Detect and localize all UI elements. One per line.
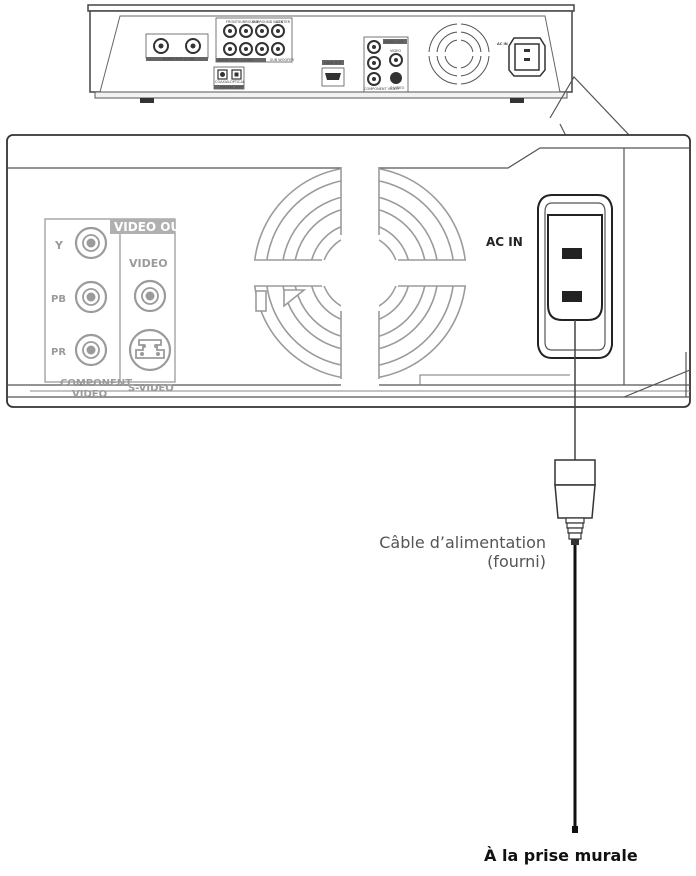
video-label: VIDEO (129, 257, 168, 270)
top-label-subwoofer: SUB WOOFER (270, 58, 294, 62)
top-label-surround: SURROUND (238, 20, 259, 24)
y-label: Y (54, 239, 64, 252)
pr-label: PR (51, 347, 66, 358)
pb-jack (74, 280, 108, 314)
power-cable-label-line2: (fourni) (487, 552, 546, 571)
top-hdmi-out: HDMI OUT (321, 60, 345, 87)
video-out-header: VIDEO OUT (114, 220, 189, 234)
svideo-label: S-VIDEO (128, 383, 174, 394)
top-label-center: CENTER (276, 20, 291, 24)
fan-grille (248, 160, 472, 388)
top-label-optical: OPTICAL (230, 80, 245, 84)
top-ac-in: AC IN (497, 37, 546, 77)
ac-in-label: AC IN (486, 235, 523, 249)
pb-label: PB (51, 294, 66, 305)
pr-jack (74, 333, 108, 367)
top-label-component: COMPONENT VIDEO (364, 87, 399, 91)
video-jack (133, 279, 167, 313)
wall-outlet-label: À la prise murale (484, 846, 638, 865)
top-digital-out: COAXIAL OPTICAL DIGITAL OUT (213, 66, 245, 90)
top-label-digital-out: DIGITAL OUT (220, 86, 243, 90)
rear-panel-enlarged: VIDEO OUT Y PB PR VIDEO (6, 134, 691, 408)
top-label-front: FRONT (226, 20, 239, 24)
top-label-coaxial: COAXIAL (215, 80, 230, 84)
video-out-block: VIDEO OUT Y PB PR VIDEO (44, 218, 189, 400)
top-audio-out-2ch: AUDIO OUT (2 ch) (145, 33, 209, 61)
top-label-audio-2ch: AUDIO OUT (2 ch) (163, 57, 195, 61)
ac-in-inlet: AC IN (486, 194, 613, 359)
power-cable-label-line1: Câble d’alimentation (379, 533, 546, 552)
component-label-line1: COMPONENT (60, 378, 132, 389)
top-label-video-out: VIDEO OUT (384, 40, 405, 44)
top-label-ac-in: AC IN (497, 42, 508, 46)
top-label-video: VIDEO (390, 49, 401, 53)
component-label-line2: VIDEO (72, 389, 107, 400)
power-cable-label: Câble d’alimentation (fourni) (379, 533, 546, 571)
top-label-audio-71: AUDIO OUT (7.1 ch) (218, 58, 253, 62)
top-fan-grille (427, 22, 491, 86)
y-jack (74, 226, 108, 260)
top-label-hdmi: HDMI OUT (324, 61, 343, 65)
player-rear-overview: AUDIO OUT (2 ch) FRONT SURROUND SURROUND… (87, 4, 575, 103)
top-label-surround-back: SURROUND BACK (252, 20, 284, 24)
power-cable (554, 320, 596, 833)
top-video-out: VIDEO OUT VIDEO COMPONENT VIDEO S-VIDEO (363, 36, 409, 93)
top-audio-out-71ch: FRONT SURROUND SURROUND BACK CENTER AUDI… (215, 17, 294, 63)
top-label-svideo: S-VIDEO (390, 86, 405, 90)
svideo-jack (128, 328, 172, 372)
